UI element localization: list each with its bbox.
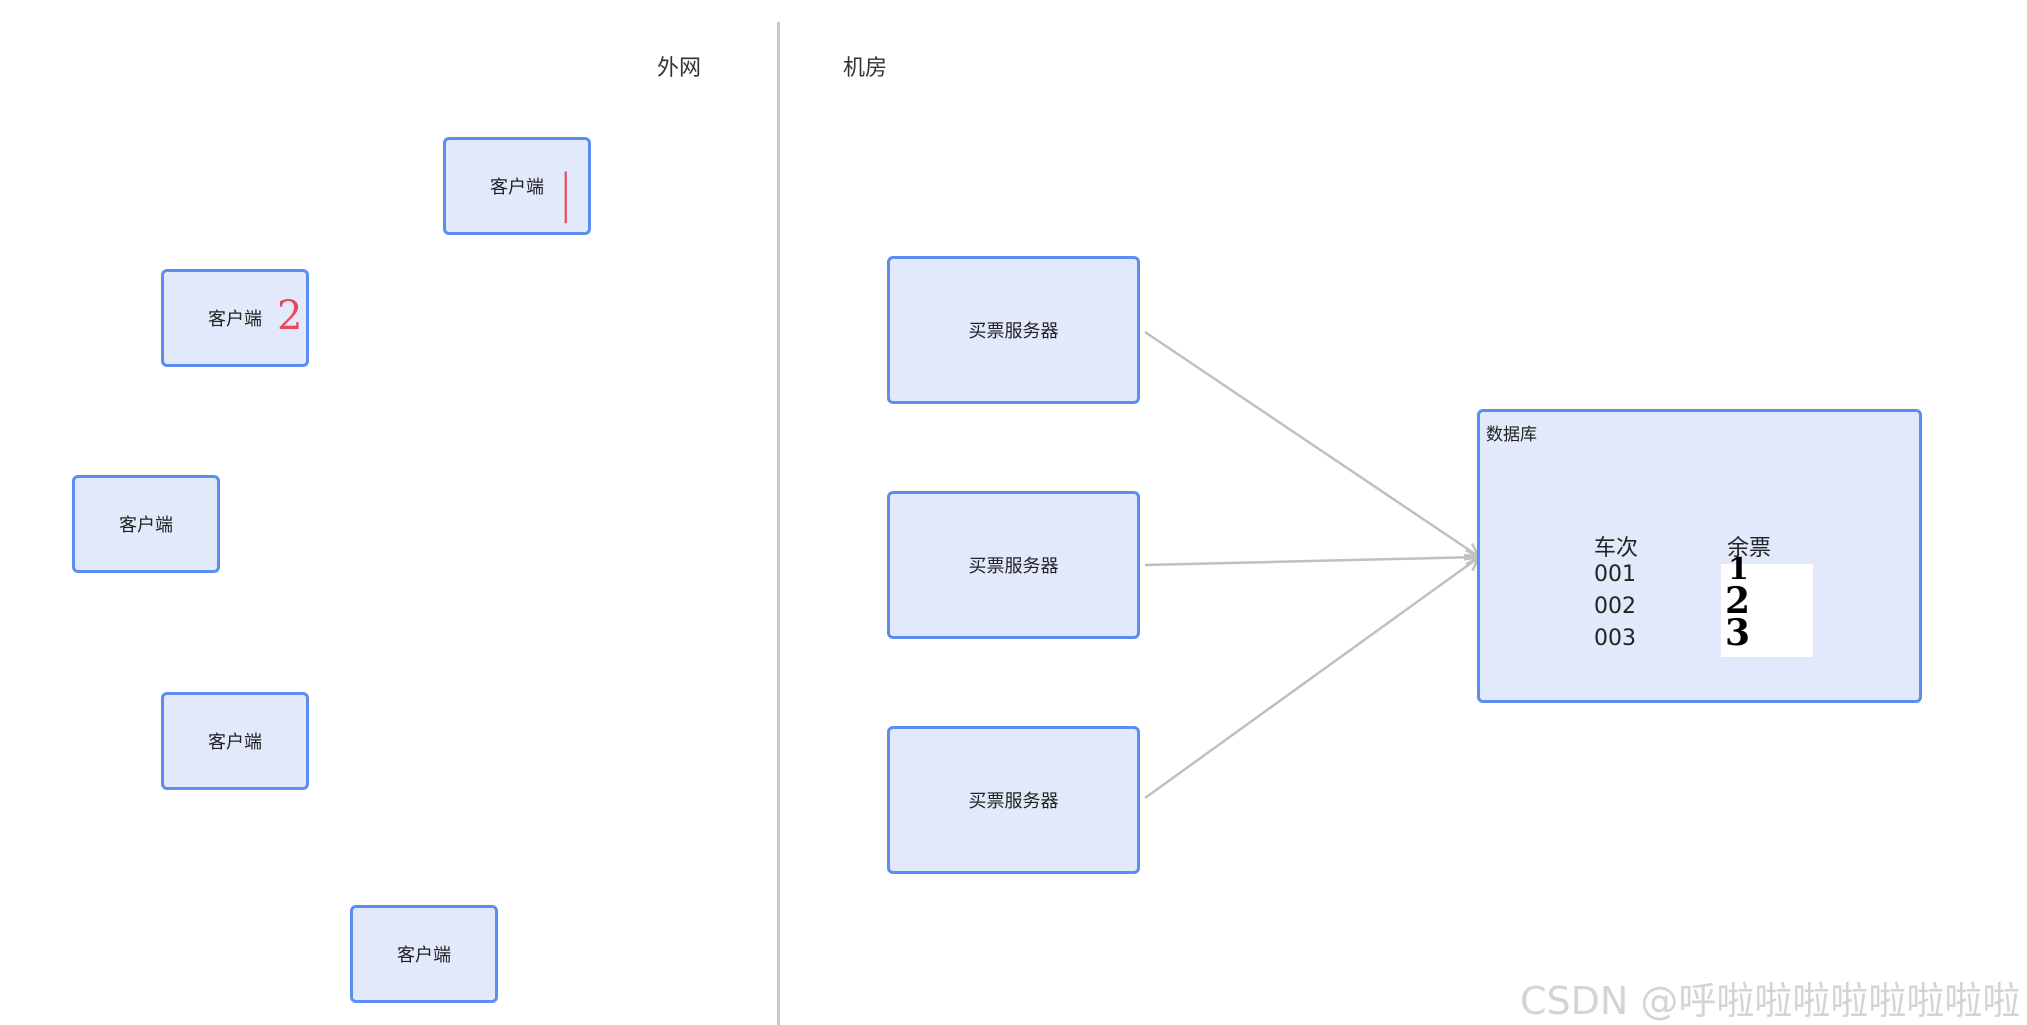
client-label: 客户端 xyxy=(490,177,544,198)
zone-divider xyxy=(777,22,780,1025)
client-label: 客户端 xyxy=(119,515,173,536)
server-label: 买票服务器 xyxy=(968,321,1059,342)
remaining-value-002: 2 xyxy=(1725,580,1751,622)
client-node-4[interactable]: 客户端 xyxy=(161,692,309,790)
database-node[interactable]: 数据库 车次 余票 001 002 003 1 2 3 xyxy=(1477,409,1922,703)
client-node-3[interactable]: 客户端 xyxy=(72,475,220,573)
arrow-server1-to-db xyxy=(1144,330,1478,556)
remaining-value-003: 3 xyxy=(1725,612,1751,654)
zone-label-datacenter: 机房 xyxy=(843,56,888,81)
server-label: 买票服务器 xyxy=(968,791,1059,812)
remaining-value-001: 1 xyxy=(1728,552,1749,587)
client-node-5[interactable]: 客户端 xyxy=(350,905,498,1003)
client-label: 客户端 xyxy=(208,732,262,753)
row-train-001: 001 xyxy=(1594,562,1636,587)
client-2-annotation: 2 xyxy=(277,293,303,339)
client-label: 客户端 xyxy=(208,309,262,330)
client-node-2[interactable]: 客户端 xyxy=(161,269,309,367)
row-train-003: 003 xyxy=(1594,626,1636,651)
ticket-server-node-2[interactable]: 买票服务器 xyxy=(887,491,1140,639)
ticket-server-node-3[interactable]: 买票服务器 xyxy=(887,726,1140,874)
zone-label-external: 外网 xyxy=(657,56,702,81)
remaining-highlight-box xyxy=(1721,564,1813,657)
arrow-server2-to-db xyxy=(1144,557,1478,567)
database-title: 数据库 xyxy=(1486,425,1537,445)
arrow-server3-to-db xyxy=(1144,558,1478,800)
ticket-server-node-1[interactable]: 买票服务器 xyxy=(887,256,1140,404)
server-label: 买票服务器 xyxy=(968,556,1059,577)
client-1-annotation: | xyxy=(561,164,571,224)
header-train: 车次 xyxy=(1594,536,1639,561)
header-remaining: 余票 xyxy=(1727,536,1772,561)
client-node-1[interactable]: 客户端 xyxy=(443,137,591,235)
row-train-002: 002 xyxy=(1594,594,1636,619)
watermark: CSDN @呼啦啦啦啦啦啦啦啦 xyxy=(1520,979,2021,1023)
client-label: 客户端 xyxy=(397,945,451,966)
